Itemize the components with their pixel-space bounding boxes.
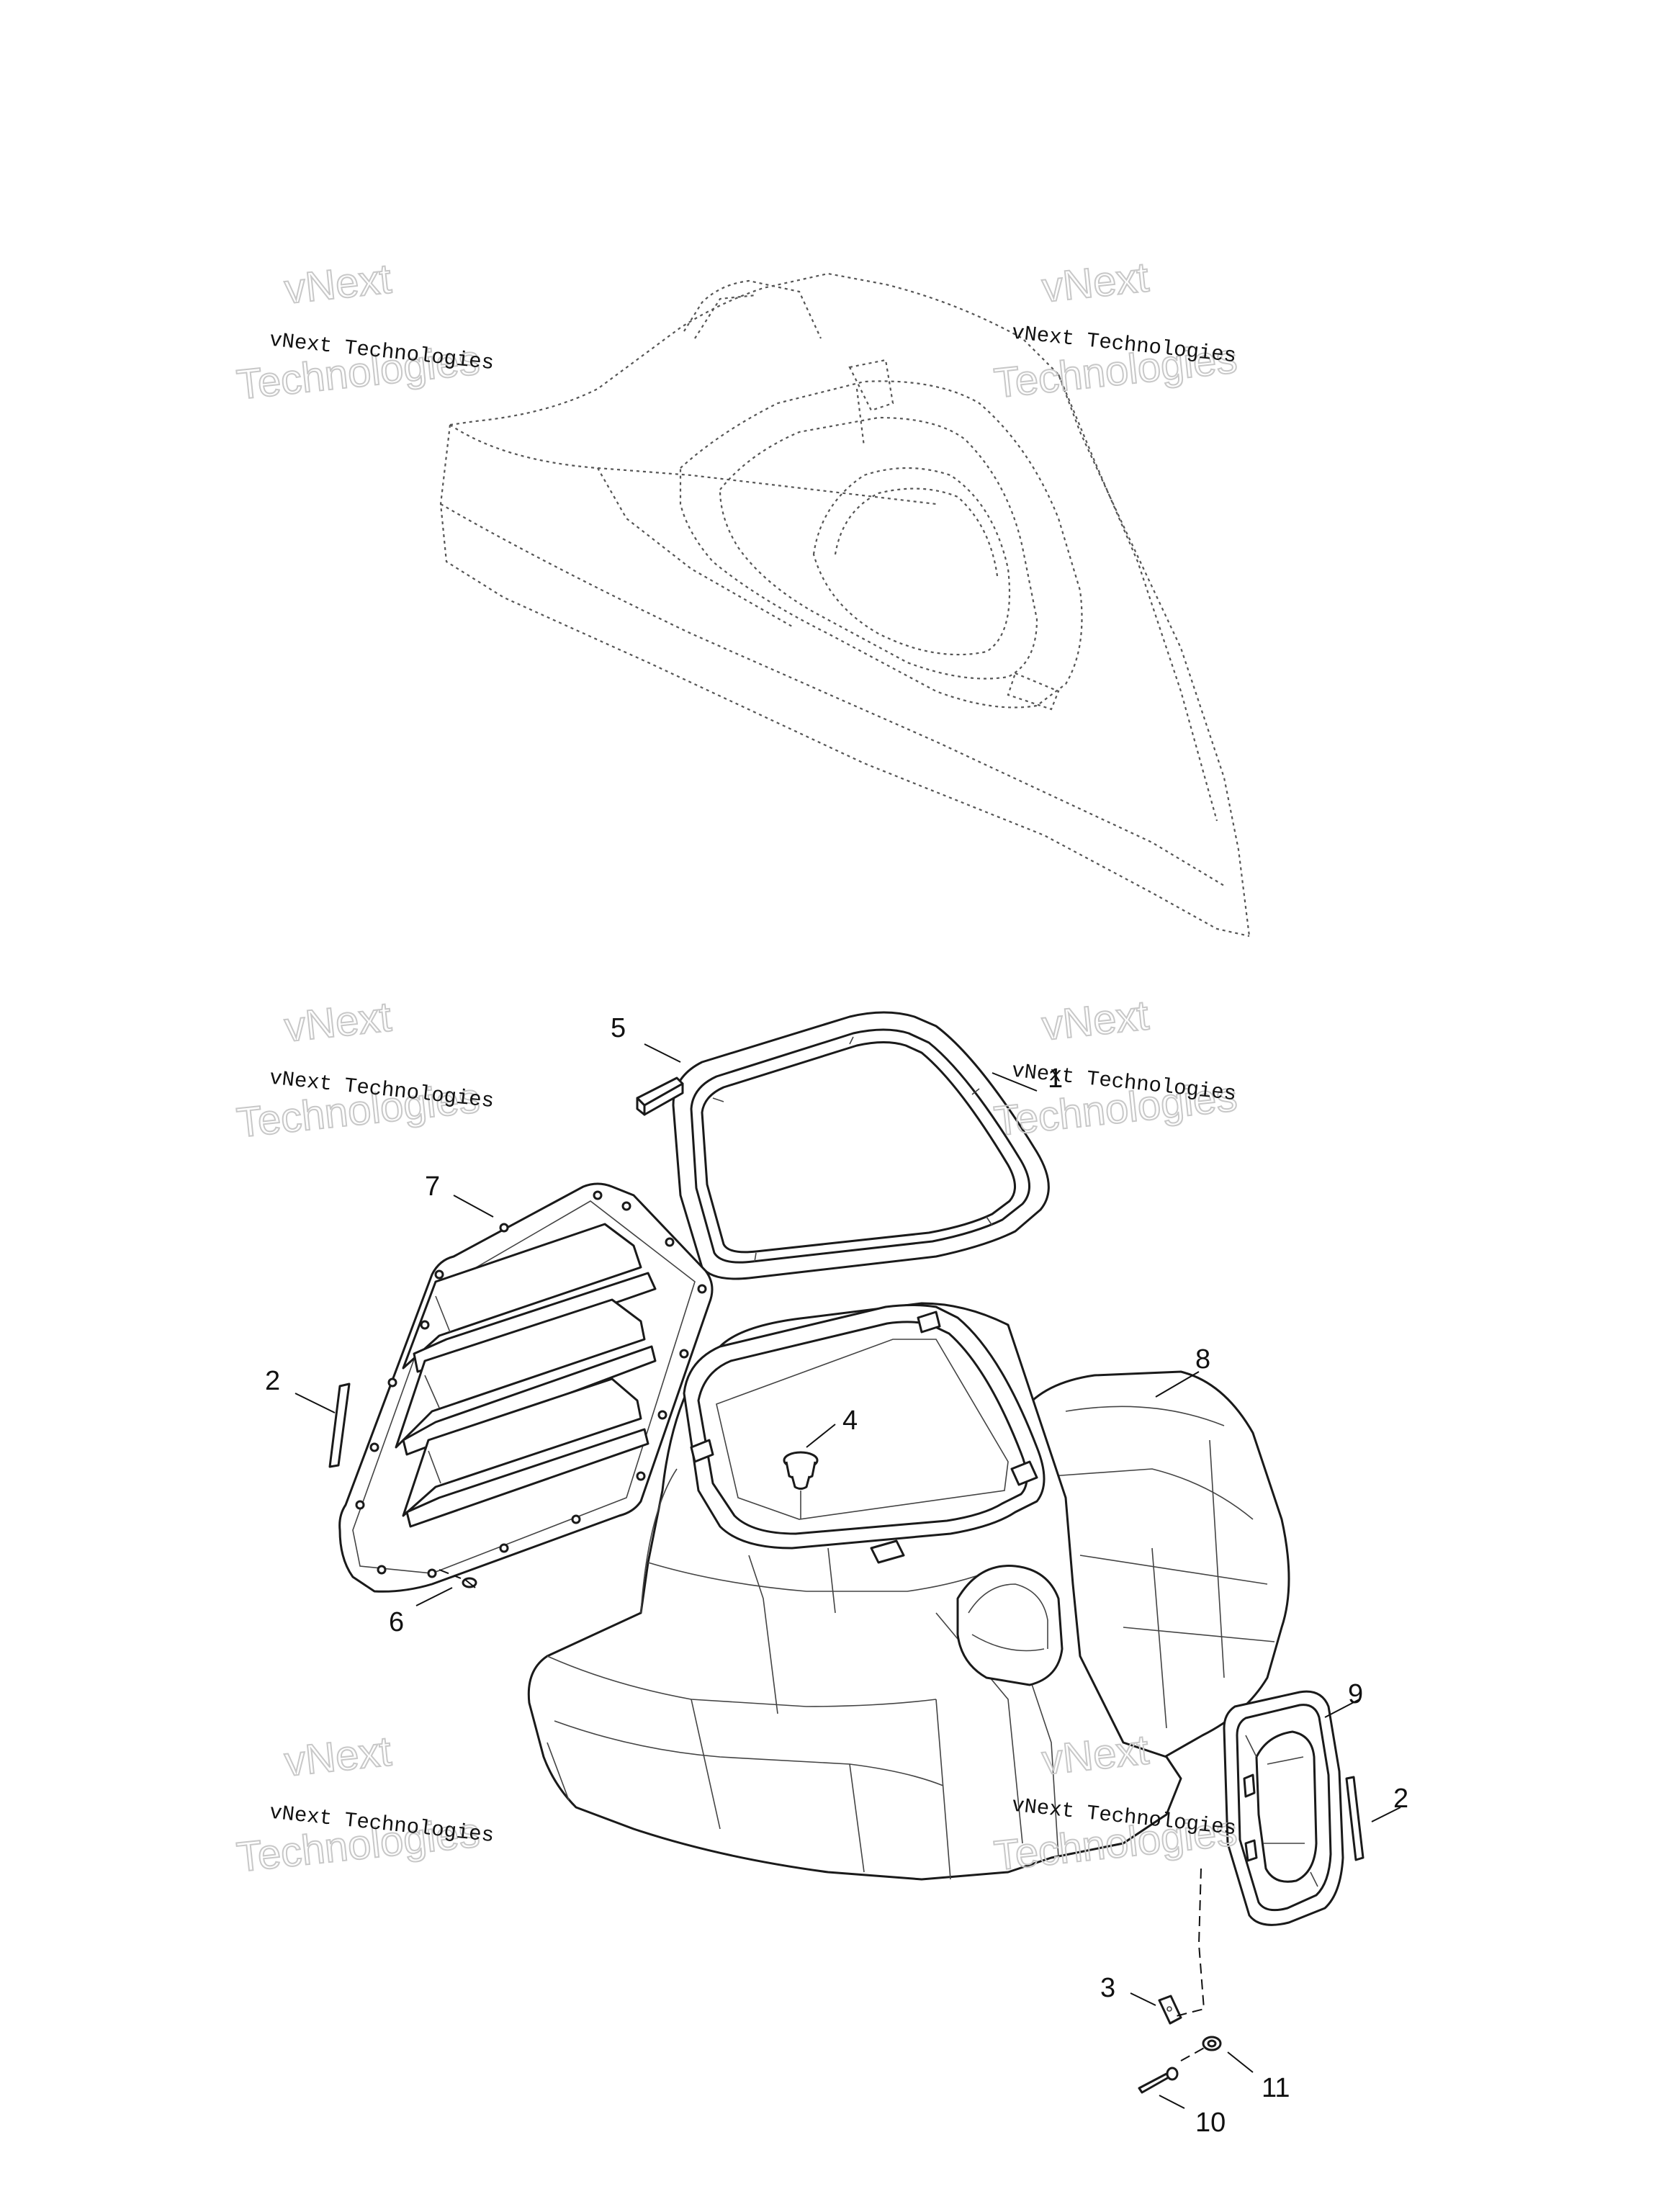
callout-4: 4 bbox=[842, 1406, 858, 1436]
part-5-foam-strip bbox=[636, 1076, 684, 1116]
callout-11: 11 bbox=[1262, 2073, 1290, 2103]
watermark-top-left: vNext Technologies vNext Technologies bbox=[234, 254, 495, 409]
assembly-lines bbox=[1175, 1868, 1208, 2062]
leader-lines bbox=[295, 1043, 1401, 2109]
callout-1: 1 bbox=[1048, 1064, 1063, 1094]
callout-2-right: 2 bbox=[1393, 1784, 1408, 1814]
svg-text:vNext: vNext bbox=[282, 1727, 393, 1785]
part-9-handle-grip bbox=[1223, 1690, 1344, 1926]
callout-8: 8 bbox=[1195, 1344, 1210, 1375]
callout-5: 5 bbox=[611, 1013, 626, 1043]
watermark-bottom-right: vNext Technologies vNext Technologies bbox=[992, 1725, 1241, 1880]
watermark-bottom-left: vNext Technologies vNext Technologies bbox=[234, 1727, 495, 1881]
svg-text:vNext: vNext bbox=[1040, 253, 1151, 311]
callout-10: 10 bbox=[1195, 2108, 1226, 2138]
callout-7: 7 bbox=[425, 1172, 440, 1202]
vent-cover-holes bbox=[355, 1190, 707, 1578]
part-1-gasket-frame bbox=[672, 1011, 1050, 1280]
callout-3: 3 bbox=[1100, 1973, 1115, 2003]
part-10-rivet bbox=[1138, 2067, 1179, 2094]
part-7-vent-cover bbox=[338, 1182, 714, 1593]
part-4-plug bbox=[783, 1451, 819, 1519]
ghost-hull-outline bbox=[439, 272, 1251, 938]
part-3-clip bbox=[1158, 1995, 1182, 2025]
watermark-middle-right: vNext Technologies vNext Technologies bbox=[992, 991, 1241, 1146]
part-2-left-strip bbox=[328, 1382, 351, 1468]
svg-text:vNext: vNext bbox=[1040, 992, 1151, 1049]
watermark-middle-left: vNext Technologies vNext Technologies bbox=[234, 992, 495, 1147]
callout-labels: 1 5 7 2 4 8 9 2 6 3 11 10 bbox=[265, 1013, 1408, 2138]
watermark-top-right: vNext Technologies vNext Technologies bbox=[992, 253, 1241, 408]
part-8-storage-body bbox=[527, 1302, 1290, 1881]
svg-text:vNext: vNext bbox=[282, 993, 393, 1051]
part-11-washer bbox=[1202, 2036, 1222, 2051]
part-2-right-strip bbox=[1345, 1776, 1364, 1861]
part-6-screw bbox=[439, 1569, 477, 1588]
callout-2-left: 2 bbox=[265, 1366, 280, 1396]
callout-9: 9 bbox=[1348, 1679, 1363, 1709]
callout-6: 6 bbox=[389, 1607, 404, 1637]
svg-text:vNext: vNext bbox=[282, 255, 393, 313]
